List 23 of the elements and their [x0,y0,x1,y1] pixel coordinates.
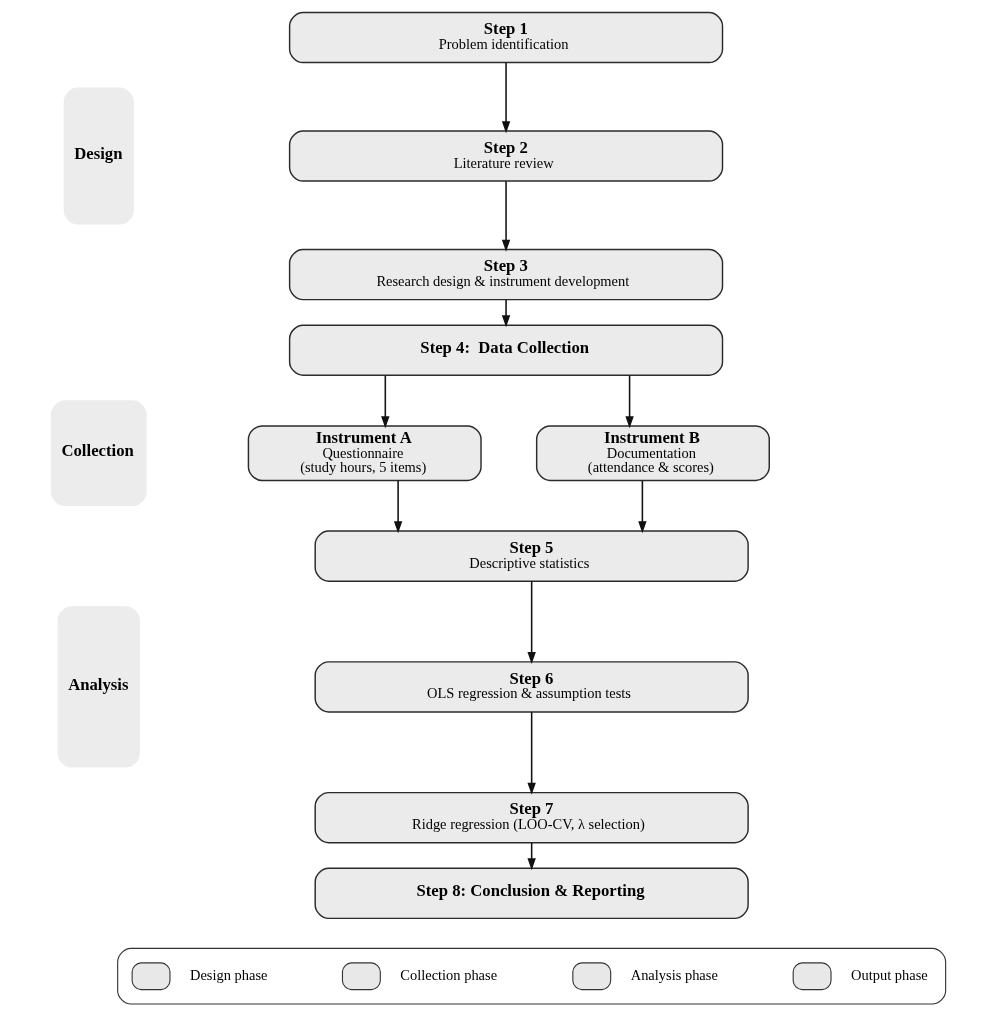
legend-label: Collection phase [399,967,497,984]
arrow [501,180,510,252]
arrow [526,711,536,795]
legend-label: Design phase [189,967,267,984]
arrow [393,480,402,534]
node-box: Step 8: Conclusion & Reporting [313,867,749,920]
arrow [637,480,647,534]
node-box: Step 4: Data Collection [288,324,723,376]
node-box: Step 7 Ridge regression (LOO-CV, λ selection) [313,791,749,844]
arrow [501,61,510,134]
node-box: Instrument B Documentation (attendance & scores) [535,425,770,482]
node-box: Step 3 Research design & instrument development [288,248,723,301]
arrow [526,580,536,665]
legend-label: Analysis phase [630,967,718,984]
node-box: Instrument A Questionnaire (study hours, 5 items) [247,425,482,482]
arrow [501,299,510,328]
node-box: Step 2 Literature review [288,130,723,182]
arrow [624,374,634,429]
legend-label: Output phase [850,967,928,984]
node-box: Step 1 Problem identification [288,11,723,64]
node-box: Step 5 Descriptive statistics [313,530,749,582]
arrow [380,374,390,429]
node-box: Step 6 OLS regression & assumption tests [313,661,749,713]
